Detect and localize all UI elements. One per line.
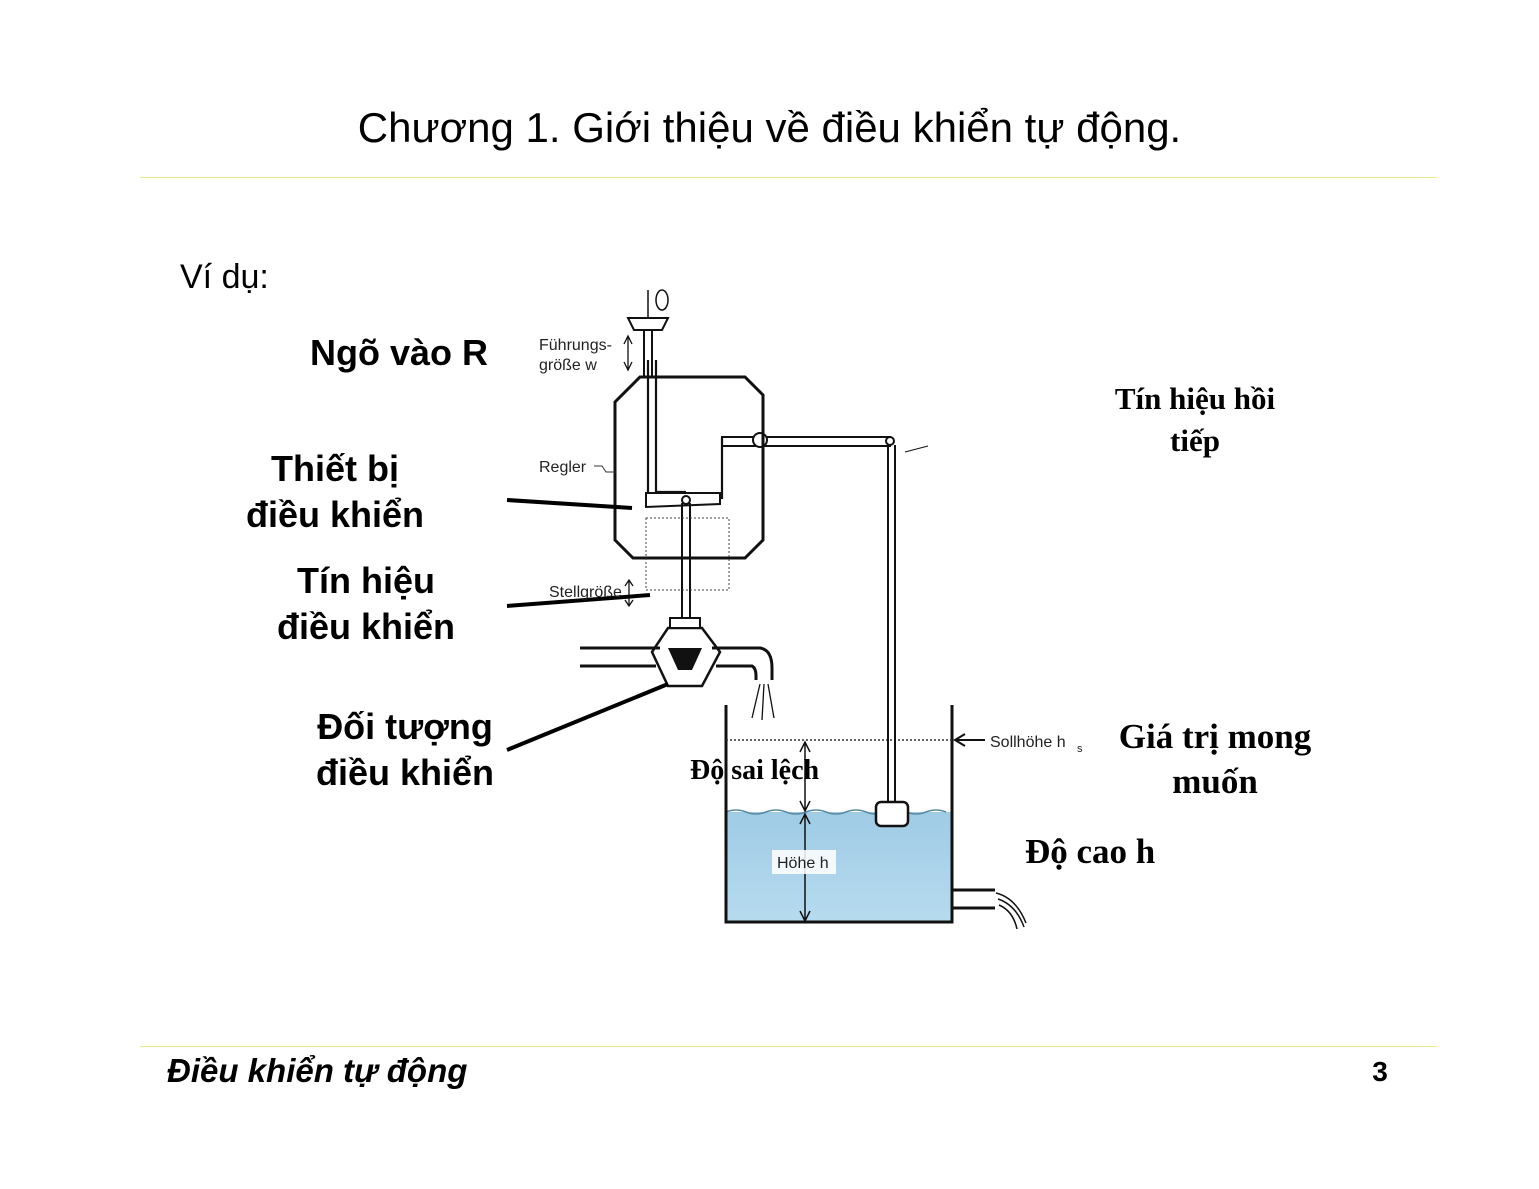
float-rod [887, 445, 896, 802]
label-setpoint: Giá trị mong muốn [1095, 714, 1335, 804]
lever-pivot [752, 432, 768, 448]
pointer-control-signal [506, 593, 651, 608]
pointer-plant [506, 682, 669, 752]
label-hohe: Höhe h [777, 855, 829, 872]
tank-water [726, 812, 952, 922]
page-number: 3 [1372, 1056, 1388, 1087]
internal-linkage [646, 360, 724, 500]
inflow-stream [751, 683, 775, 721]
float [874, 800, 910, 828]
valve-spout [712, 646, 774, 680]
footer-course-title: Điều khiển tự động [167, 1052, 468, 1089]
valve-plug [668, 648, 702, 670]
label-plant: Đối tượng điều khiển [295, 704, 515, 796]
label-fuhrungsgrosse-1: Führungs- [539, 337, 612, 354]
pointer-controller [506, 498, 633, 510]
label-setpoint-line1: Giá trị mong [1118, 717, 1312, 756]
label-controller-line1: Thiết bị [271, 448, 399, 489]
label-sollhohe-sub: s [1077, 743, 1083, 755]
tank-wall [724, 705, 954, 924]
setpoint-arrow [953, 733, 985, 747]
title-divider [140, 177, 1437, 178]
reference-knob [626, 317, 670, 331]
valve-stem [681, 503, 691, 625]
label-feedback: Tín hiệu hồi tiếp [1090, 378, 1300, 462]
label-plant-line2: điều khiển [315, 752, 495, 793]
label-setpoint-line2: muốn [1172, 762, 1258, 801]
label-feedback-line1: Tín hiệu hồi [1114, 381, 1276, 416]
label-control-signal-line1: Tín hiệu [297, 560, 435, 601]
feedback-lever [721, 436, 891, 447]
label-height: Độ cao h [1025, 832, 1156, 871]
error-arrow [799, 740, 811, 813]
label-stellgrosse: Stellgröße [549, 584, 622, 601]
label-controller: Thiết bị điều khiển [225, 446, 445, 538]
inlet-pipe [580, 646, 660, 668]
label-feedback-line2: tiếp [1170, 423, 1220, 458]
label-regler: Regler [539, 459, 587, 476]
label-control-signal: Tín hiệu điều khiển [256, 558, 476, 650]
outlet-stream [995, 892, 1027, 930]
label-plant-line1: Đối tượng [317, 706, 493, 747]
label-error: Độ sai lệch [690, 755, 820, 786]
label-fuhrungsgrosse-2: größe w [539, 357, 597, 374]
label-input-r: Ngõ vào R [310, 332, 489, 373]
slide-title: Chương 1. Giới thiệu về điều khiển tự độ… [357, 104, 1182, 151]
stem-box [645, 517, 730, 591]
footer-divider [140, 1046, 1437, 1047]
example-label: Ví dụ: [180, 258, 269, 296]
outlet-pipe [952, 888, 995, 910]
label-sollhohe: Sollhöhe h [990, 734, 1066, 751]
controller-housing [613, 375, 765, 560]
label-control-signal-line2: điều khiển [276, 606, 456, 647]
label-controller-line2: điều khiển [245, 494, 425, 535]
height-label-box [772, 850, 836, 874]
